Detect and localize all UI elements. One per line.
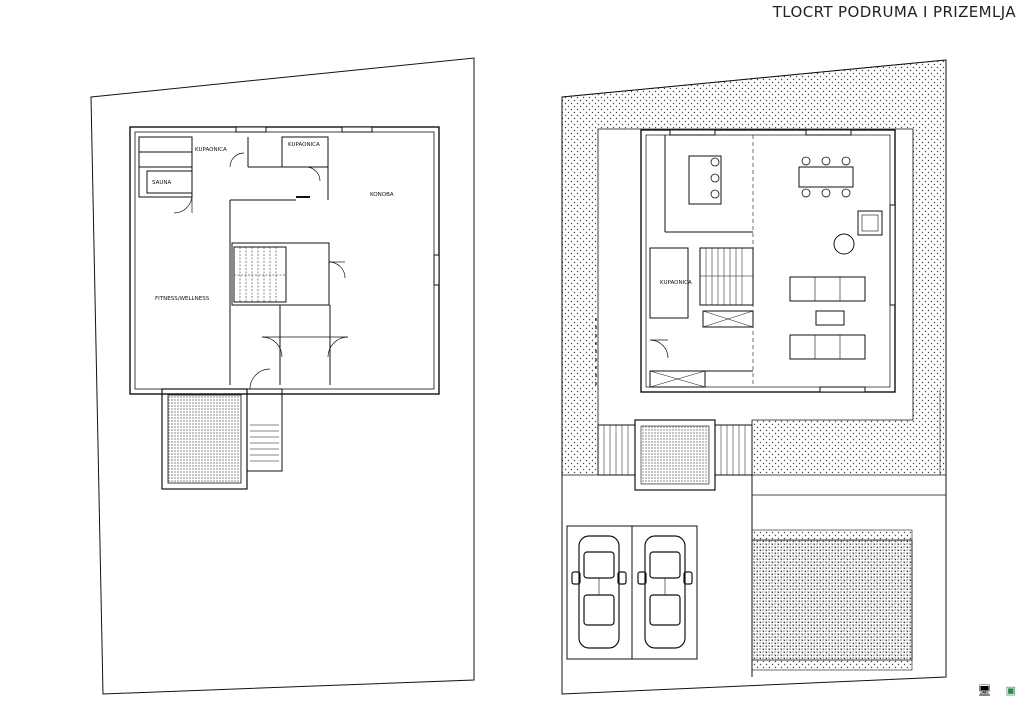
ground-stair xyxy=(699,247,754,306)
basement-bath-2-label: KUPAONICA xyxy=(288,142,320,148)
ground-bath-label: KUPAONICA xyxy=(660,280,692,286)
fitness-label: FITNESS/WELLNESS xyxy=(155,296,210,302)
system-tray: 🖥 ▣ xyxy=(978,684,1016,698)
armchair xyxy=(857,210,883,236)
coffee-table xyxy=(815,310,845,326)
round-table xyxy=(833,233,855,255)
sauna-label: SAUNA xyxy=(152,180,171,186)
basement-labels: KUPAONICA KUPAONICA SAUNA KONOBA FITNESS… xyxy=(152,142,394,302)
network-icon[interactable]: ▣ xyxy=(1005,685,1016,697)
house-outer-wall xyxy=(640,129,896,393)
car-1 xyxy=(571,535,627,649)
basement-site-boundary xyxy=(90,57,475,695)
basement-outside-stair xyxy=(246,388,283,472)
sofa-2 xyxy=(789,334,866,360)
car-2 xyxy=(637,535,693,649)
basement-bath-1-label: KUPAONICA xyxy=(195,147,227,153)
kitchen-island xyxy=(688,155,722,205)
drawing-title: TLOCRT PODRUMA I PRIZEMLJA xyxy=(772,3,1016,21)
ground-bath-room xyxy=(649,247,689,319)
basement-stair xyxy=(231,242,330,306)
basement-plan xyxy=(90,57,475,695)
garden-area xyxy=(561,59,947,476)
konoba-label: KONOBA xyxy=(370,192,394,198)
monitor-icon[interactable]: 🖥 xyxy=(977,685,992,697)
sofa-1 xyxy=(789,276,866,302)
ground-entry-stair-left xyxy=(597,424,636,476)
dining-table xyxy=(798,166,854,188)
ground-floor-plan xyxy=(561,59,947,695)
ground-entry-stair-right xyxy=(714,424,753,476)
